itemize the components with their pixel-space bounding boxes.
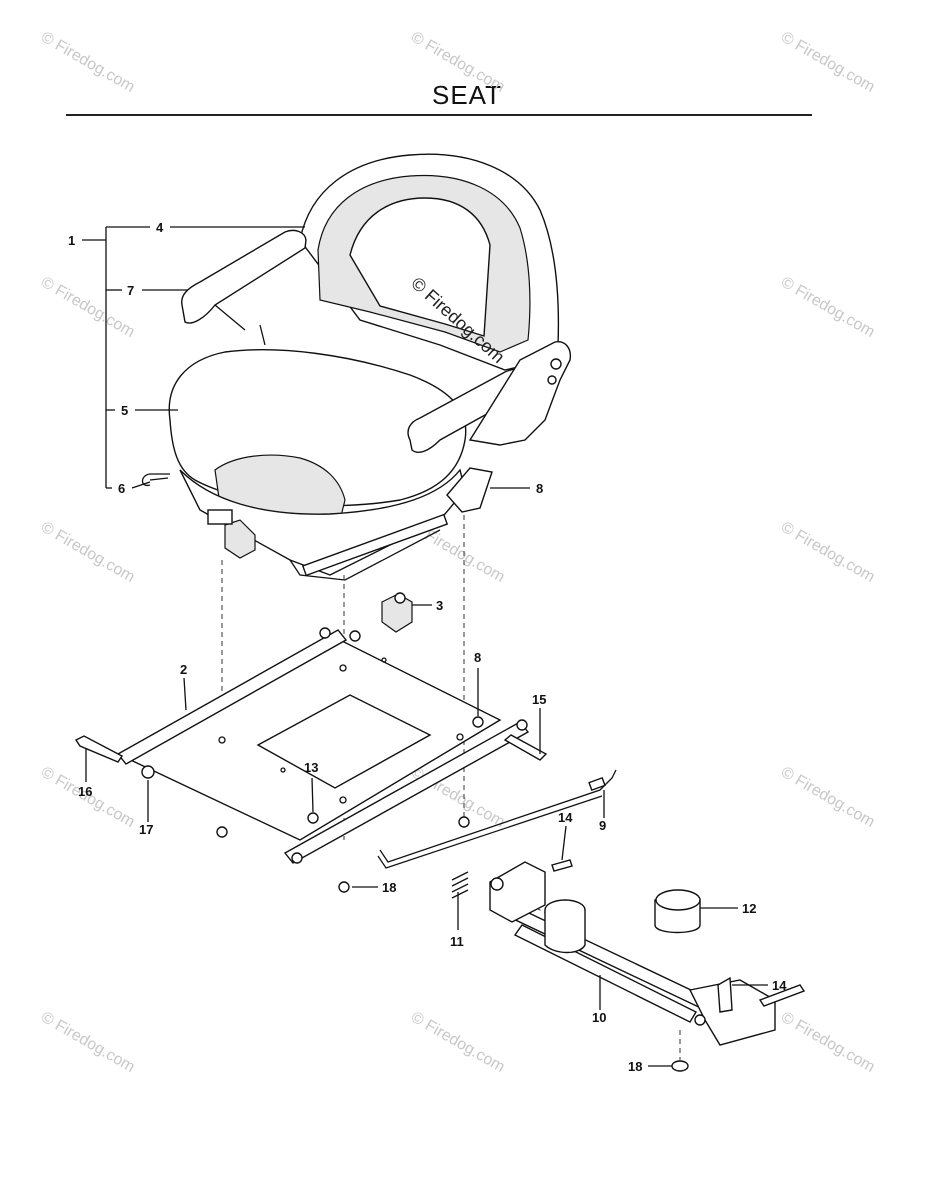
seat-rail-left	[116, 629, 348, 765]
callout-8-lower: 8	[474, 650, 481, 665]
callout-12: 12	[742, 901, 756, 916]
callout-8-upper: 8	[536, 481, 543, 496]
left-armrest	[181, 229, 307, 324]
callout-leaders	[82, 226, 768, 1067]
callout-18-lower: 18	[628, 1059, 642, 1074]
watermark: © Firedog.com	[38, 1009, 138, 1076]
right-armrest-bracket	[468, 341, 572, 446]
watermark: © Firedog.com	[778, 29, 878, 96]
callout-10: 10	[592, 1010, 606, 1025]
bolt-16	[74, 735, 124, 763]
watermark: © Firedog.com	[778, 274, 878, 341]
watermark: © Firedog.com	[408, 764, 508, 831]
plate-cutout	[256, 694, 432, 789]
bolt-14b	[717, 976, 733, 1013]
callout-5: 5	[121, 403, 128, 418]
callout-6: 6	[118, 481, 125, 496]
linkage-rod-9	[377, 769, 617, 869]
bolt-15	[503, 734, 548, 761]
seat-rail-right	[283, 721, 530, 864]
watermark: © Firedog.com	[408, 1009, 508, 1076]
seat-pan	[179, 468, 466, 576]
seat-adjust-knob	[224, 519, 256, 559]
lower-bracket-assembly	[451, 859, 806, 1072]
callout-4: 4	[156, 220, 164, 235]
callout-14-upper: 14	[558, 810, 573, 825]
watermark: © Firedog.com	[778, 764, 878, 831]
seat-switch-8	[446, 467, 493, 513]
seat-slide-rail	[301, 513, 449, 577]
callout-3: 3	[436, 598, 443, 613]
seat-backrest-center	[349, 197, 491, 337]
bracket-upper	[489, 861, 546, 923]
watermark: © Firedog.com	[38, 29, 138, 96]
bracket-lower	[688, 979, 776, 1046]
title-rule	[66, 114, 812, 116]
watermark: © Firedog.com	[778, 519, 878, 586]
callout-7: 7	[127, 283, 134, 298]
callout-1: 1	[68, 233, 75, 248]
callout-13: 13	[304, 760, 318, 775]
nut-18b	[671, 1060, 689, 1072]
callout-11: 11	[450, 934, 464, 949]
page-title: SEAT	[432, 80, 502, 110]
watermark: © Firedog.com	[778, 1009, 878, 1076]
callout-15: 15	[532, 692, 546, 707]
callout-14-lower: 14	[772, 978, 787, 993]
callout-2: 2	[180, 662, 187, 677]
spring-11	[451, 871, 469, 899]
callout-18-upper: 18	[382, 880, 396, 895]
seat-assembly	[141, 153, 572, 581]
watermark: © Firedog.com	[38, 519, 138, 586]
callout-9: 9	[599, 818, 606, 833]
watermark: © Firedog.com	[38, 274, 138, 341]
watermark: © Firedog.com	[408, 29, 508, 96]
callout-labels: 1 2 3 4 5 6 7 8 8 9 10 11 12 13 14 14 15…	[68, 220, 787, 1074]
callout-17: 17	[139, 822, 153, 837]
callout-16: 16	[78, 784, 92, 799]
seat-mount-plate	[74, 592, 548, 893]
